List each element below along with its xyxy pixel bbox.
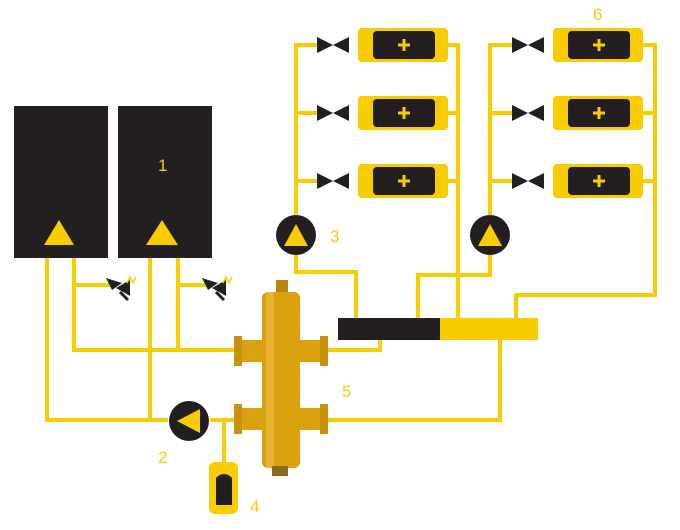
motorized-valve-icon bbox=[202, 278, 218, 290]
label-radiators: 6 bbox=[593, 5, 602, 24]
butterfly-valve-icon bbox=[317, 105, 349, 121]
expansion-vessel bbox=[209, 462, 238, 514]
pump-triangle-icon bbox=[478, 224, 502, 246]
label-hydraulic-separator: 5 bbox=[342, 382, 351, 401]
hydraulic-separator bbox=[234, 280, 328, 476]
circuit-pump-right bbox=[470, 215, 510, 255]
boiler-left bbox=[14, 106, 108, 258]
butterfly-valve-icon bbox=[512, 105, 544, 121]
distribution-manifold bbox=[338, 318, 538, 340]
plus-icon bbox=[398, 39, 410, 51]
plus-icon bbox=[398, 107, 410, 119]
pump-triangle-icon bbox=[44, 220, 74, 245]
butterfly-valve-icon bbox=[317, 173, 349, 189]
pipework bbox=[45, 43, 657, 470]
butterfly-valve-icon bbox=[512, 173, 544, 189]
plus-icon bbox=[593, 175, 605, 187]
label-boiler-pump: 2 bbox=[158, 448, 167, 467]
pump-triangle-icon bbox=[177, 409, 200, 433]
butterfly-valve-icon bbox=[512, 37, 544, 53]
pump-triangle-icon bbox=[284, 224, 308, 246]
boiler-pump bbox=[169, 401, 209, 441]
plus-icon bbox=[593, 107, 605, 119]
circuit-pump-left bbox=[276, 215, 316, 255]
butterfly-valve-icon bbox=[317, 37, 349, 53]
boiler-right bbox=[118, 106, 212, 258]
pump-triangle-icon bbox=[146, 220, 178, 245]
three-way-valve-right bbox=[202, 275, 233, 302]
label-circuit-pump: 3 bbox=[330, 227, 339, 246]
label-boilers: 1 bbox=[158, 156, 167, 175]
plus-icon bbox=[593, 39, 605, 51]
motorized-valve-icon bbox=[106, 278, 122, 290]
radiator-bank-right bbox=[512, 28, 643, 198]
three-way-valve-left bbox=[106, 275, 137, 302]
label-expansion-vessel: 4 bbox=[250, 497, 259, 516]
radiator-bank-left bbox=[317, 28, 448, 198]
plus-icon bbox=[398, 175, 410, 187]
